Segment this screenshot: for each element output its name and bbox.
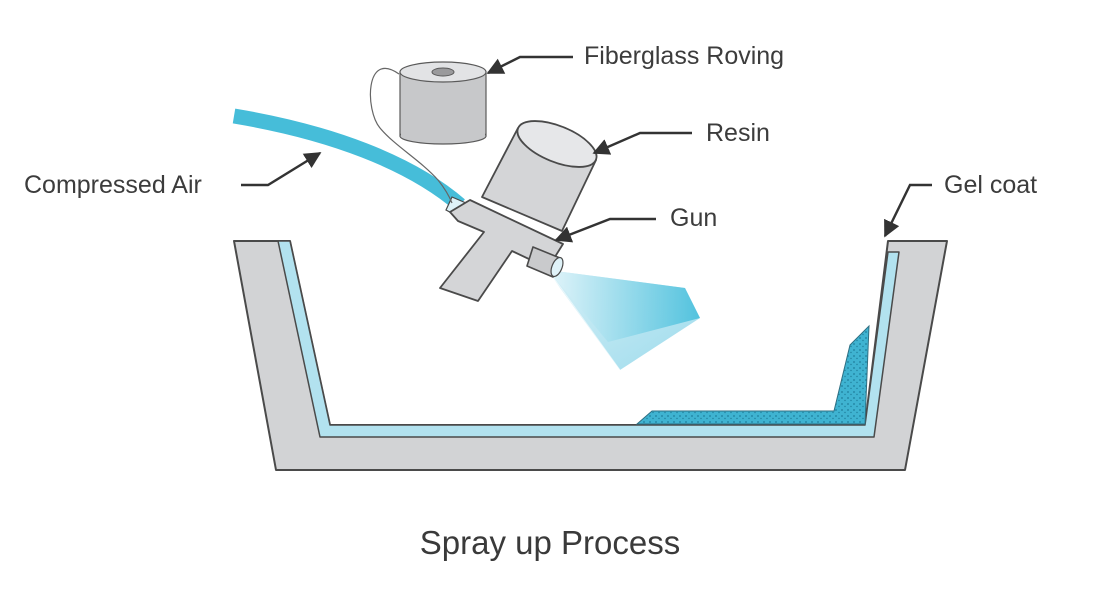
label-resin: Resin bbox=[706, 119, 770, 147]
compressed-air-hose bbox=[232, 108, 465, 211]
fiberglass-roving-spool bbox=[399, 61, 487, 145]
arrow-gel-coat bbox=[883, 183, 932, 238]
diagram-caption: Spray up Process bbox=[419, 524, 681, 561]
gel-coat-layer bbox=[277, 240, 900, 438]
sprayed-laminate bbox=[635, 324, 870, 425]
arrow-compressed-air bbox=[241, 151, 322, 187]
label-fiberglass-roving: Fiberglass Roving bbox=[584, 42, 785, 70]
spray-gun bbox=[439, 120, 598, 302]
arrow-fiberglass-roving bbox=[486, 55, 573, 75]
gun-body bbox=[439, 199, 564, 302]
spray-fan bbox=[547, 269, 700, 371]
label-gun: Gun bbox=[670, 204, 718, 232]
roving-strand bbox=[369, 67, 453, 204]
label-compressed-air: Compressed Air bbox=[24, 171, 202, 199]
label-gel-coat: Gel coat bbox=[944, 171, 1038, 199]
arrow-resin bbox=[592, 131, 692, 155]
arrow-gun bbox=[554, 217, 656, 243]
